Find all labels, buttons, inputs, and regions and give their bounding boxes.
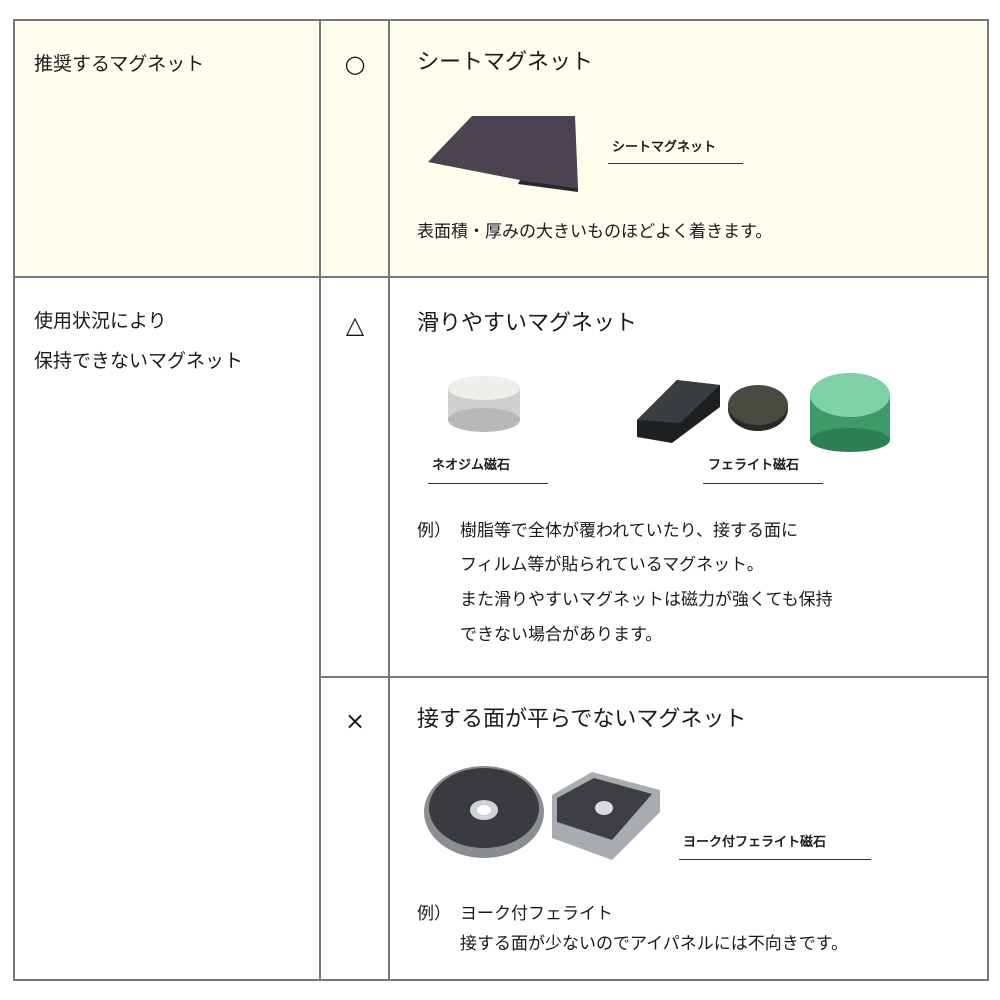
example-line: 樹脂等で全体が覆われていたり、接する面に <box>460 521 798 541</box>
example-line: 接する面が少ないのでアイパネルには不向きです。 <box>460 934 849 954</box>
slippery-magnet-title: 滑りやすいマグネット <box>417 311 638 336</box>
table-border-top <box>13 19 989 21</box>
label-underline <box>608 163 743 164</box>
cross-mark-icon: × <box>344 707 366 735</box>
image-label-yoke-ferrite: ヨーク付フェライト磁石 <box>683 835 827 850</box>
example-line: フィルム等が貼られているマグネット。 <box>460 555 764 575</box>
sheet-magnet-image <box>428 116 578 192</box>
example-prefix: 例） <box>417 521 451 541</box>
label-underline <box>428 483 548 484</box>
image-label-neodymium: ネオジム磁石 <box>432 458 511 473</box>
table-border-right <box>987 19 989 981</box>
label-underline <box>679 859 871 860</box>
triangle-mark-icon: △ <box>345 311 365 339</box>
column-divider-2 <box>388 19 390 981</box>
table-border-left <box>13 19 15 981</box>
column-divider-1 <box>319 19 321 981</box>
category-unsupported-line2: 保持できないマグネット <box>34 350 244 372</box>
row-divider <box>13 276 989 278</box>
neodymium-magnet-image <box>448 376 520 432</box>
sheet-magnet-note: 表面積・厚みの大きいものほどよく着きます。 <box>417 222 773 242</box>
example-line: また滑りやすいマグネットは磁力が強くても保持 <box>460 590 833 610</box>
sheet-magnet-title: シートマグネット <box>417 50 594 75</box>
yoke-ferrite-magnets-image <box>424 766 660 860</box>
ferrite-magnets-image <box>637 373 890 452</box>
example-prefix: 例） <box>417 904 451 924</box>
subrow-divider <box>319 676 989 678</box>
category-unsupported-line1: 使用状況により <box>34 310 167 332</box>
example-line: できない場合があります。 <box>460 625 663 645</box>
non-flat-magnet-title: 接する面が平らでないマグネット <box>417 707 747 732</box>
label-underline <box>703 483 823 484</box>
table-border-bottom <box>13 979 989 981</box>
category-recommended: 推奨するマグネット <box>34 53 205 75</box>
image-label-sheet-magnet: シートマグネット <box>612 140 717 155</box>
image-label-ferrite: フェライト磁石 <box>708 458 800 473</box>
example-line: ヨーク付フェライト <box>460 904 613 924</box>
circle-mark-icon: ○ <box>344 50 366 78</box>
